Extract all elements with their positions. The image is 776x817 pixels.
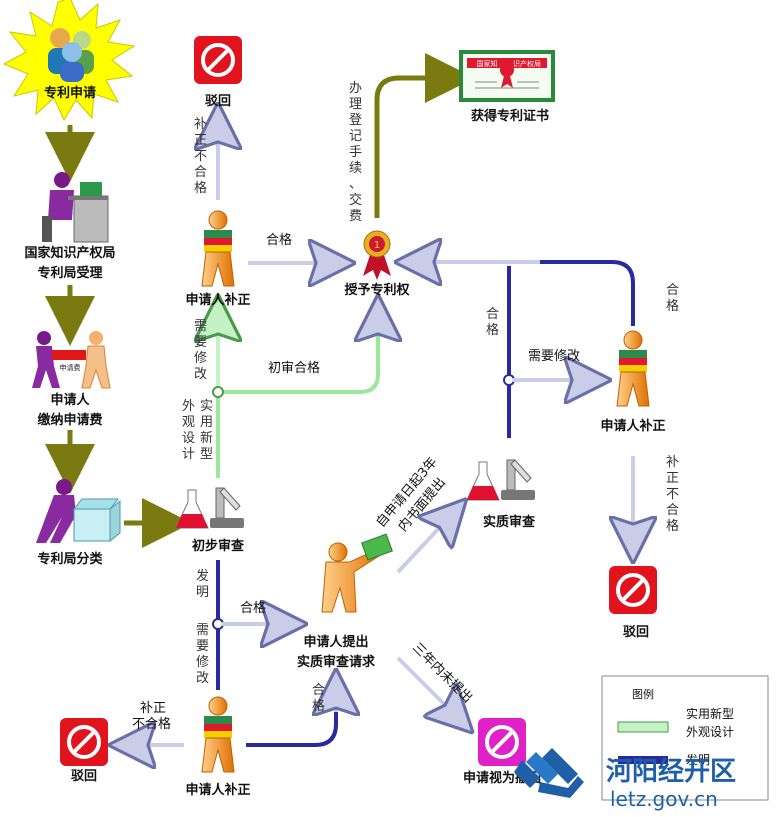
node-request-line2: 实质审查请求 [297, 654, 376, 670]
watermark-name: 河阳经开区 [606, 756, 736, 787]
node-prelim: 初步审查 [192, 538, 245, 554]
starburst-people-icon [2, 0, 136, 122]
node-request-line1: 申请人提出 [303, 634, 368, 650]
withdraw-stamp-icon [478, 718, 526, 766]
legend-green-swatch [617, 721, 669, 733]
label-register-fee: 办理登记手续、交费 [349, 81, 362, 224]
label-not-ok-bottom-2: 不合格 [132, 716, 171, 732]
label-prelim-pass: 初审合格 [268, 360, 320, 376]
reject-stamp-icon [194, 36, 242, 84]
connectors [45, 53, 633, 745]
node-apply: 专利申请 [44, 85, 96, 101]
label-ok-right: 合格 [666, 283, 679, 314]
node-reject-right: 驳回 [623, 625, 649, 640]
legend-title: 图例 [632, 687, 654, 701]
node-pay-line2: 缴纳申请费 [37, 412, 102, 428]
label-ok-top: 合格 [266, 232, 292, 248]
edge-labels: 补正不合格 合格 办理登记手续、交费 需要修改 初审合格 实用新型 外观设计 合… [132, 81, 679, 732]
watermark-url: letz.gov.cn [610, 787, 718, 811]
label-need-modify-left: 需要修改 [194, 319, 207, 382]
pay-tag: 申请费 [60, 363, 81, 372]
person-carrying-books-icon [201, 696, 235, 773]
person-with-paper-icon [321, 533, 393, 613]
node-accept-line1: 国家知识产权局 [24, 245, 115, 261]
label-need-modify-right: 需要修改 [528, 349, 580, 364]
node-certificate: 获得专利证书 [471, 108, 549, 124]
label-ok-bottom: 合格 [312, 683, 325, 714]
label-not-ok-top: 补正不合格 [194, 117, 207, 196]
label-not-ok-bottom-1: 补正 [140, 701, 166, 716]
node-classify: 专利局分类 [37, 551, 103, 567]
node-reject-top: 驳回 [205, 94, 231, 109]
person-carrying-books-icon [201, 210, 235, 287]
node-correct-bottom: 申请人补正 [185, 782, 250, 798]
packing-box-icon [36, 479, 121, 543]
watermark: 河阳经开区 letz.gov.cn [514, 748, 736, 811]
label-not-within3: 三年内未提出 [409, 640, 475, 706]
paying-people-icon: 申请费 [32, 331, 111, 389]
label-ok-mid: 合格 [240, 600, 266, 616]
node-correct-top: 申请人补正 [185, 292, 250, 308]
watermark-logo-icon [514, 748, 584, 798]
legend-blue-label: 发明 [686, 752, 710, 767]
label-ok-sub: 合格 [486, 307, 499, 338]
node-grant: 授予专利权 [344, 282, 410, 298]
lab-flask-microscope-icon [466, 459, 535, 501]
legend-blue-swatch [618, 756, 668, 764]
certificate-icon: 国家知 识产权局 [459, 50, 555, 102]
node-correct-right: 申请人补正 [600, 418, 665, 434]
award-ribbon-icon: 1 [363, 230, 391, 280]
node-accept-line2: 专利局受理 [37, 265, 102, 281]
label-utility-design-2: 外观设计 [182, 399, 195, 462]
label-utility-design-1: 实用新型 [200, 399, 213, 462]
legend-green-line2: 外观设计 [686, 725, 734, 739]
reject-stamp-icon [609, 566, 657, 614]
node-pay-line1: 申请人 [50, 392, 90, 408]
cert-header-a: 国家知 [477, 59, 498, 68]
legend: 图例 实用新型 外观设计 发明 [601, 675, 769, 801]
node-substantive: 实质审查 [483, 514, 536, 530]
cert-header-b: 识产权局 [513, 59, 541, 68]
lab-flask-microscope-icon [175, 487, 244, 529]
reject-stamp-icon [60, 718, 108, 766]
label-need-modify-bottom: 需要修改 [196, 623, 209, 686]
clerk-at-desk-icon [42, 172, 109, 243]
svg-text:1: 1 [374, 240, 380, 251]
node-reject-bottom: 驳回 [71, 769, 97, 784]
label-not-ok-right: 补正不合格 [666, 455, 679, 534]
label-invention: 发明 [196, 568, 209, 600]
legend-green-line1: 实用新型 [686, 706, 734, 721]
person-carrying-books-icon [616, 330, 650, 407]
